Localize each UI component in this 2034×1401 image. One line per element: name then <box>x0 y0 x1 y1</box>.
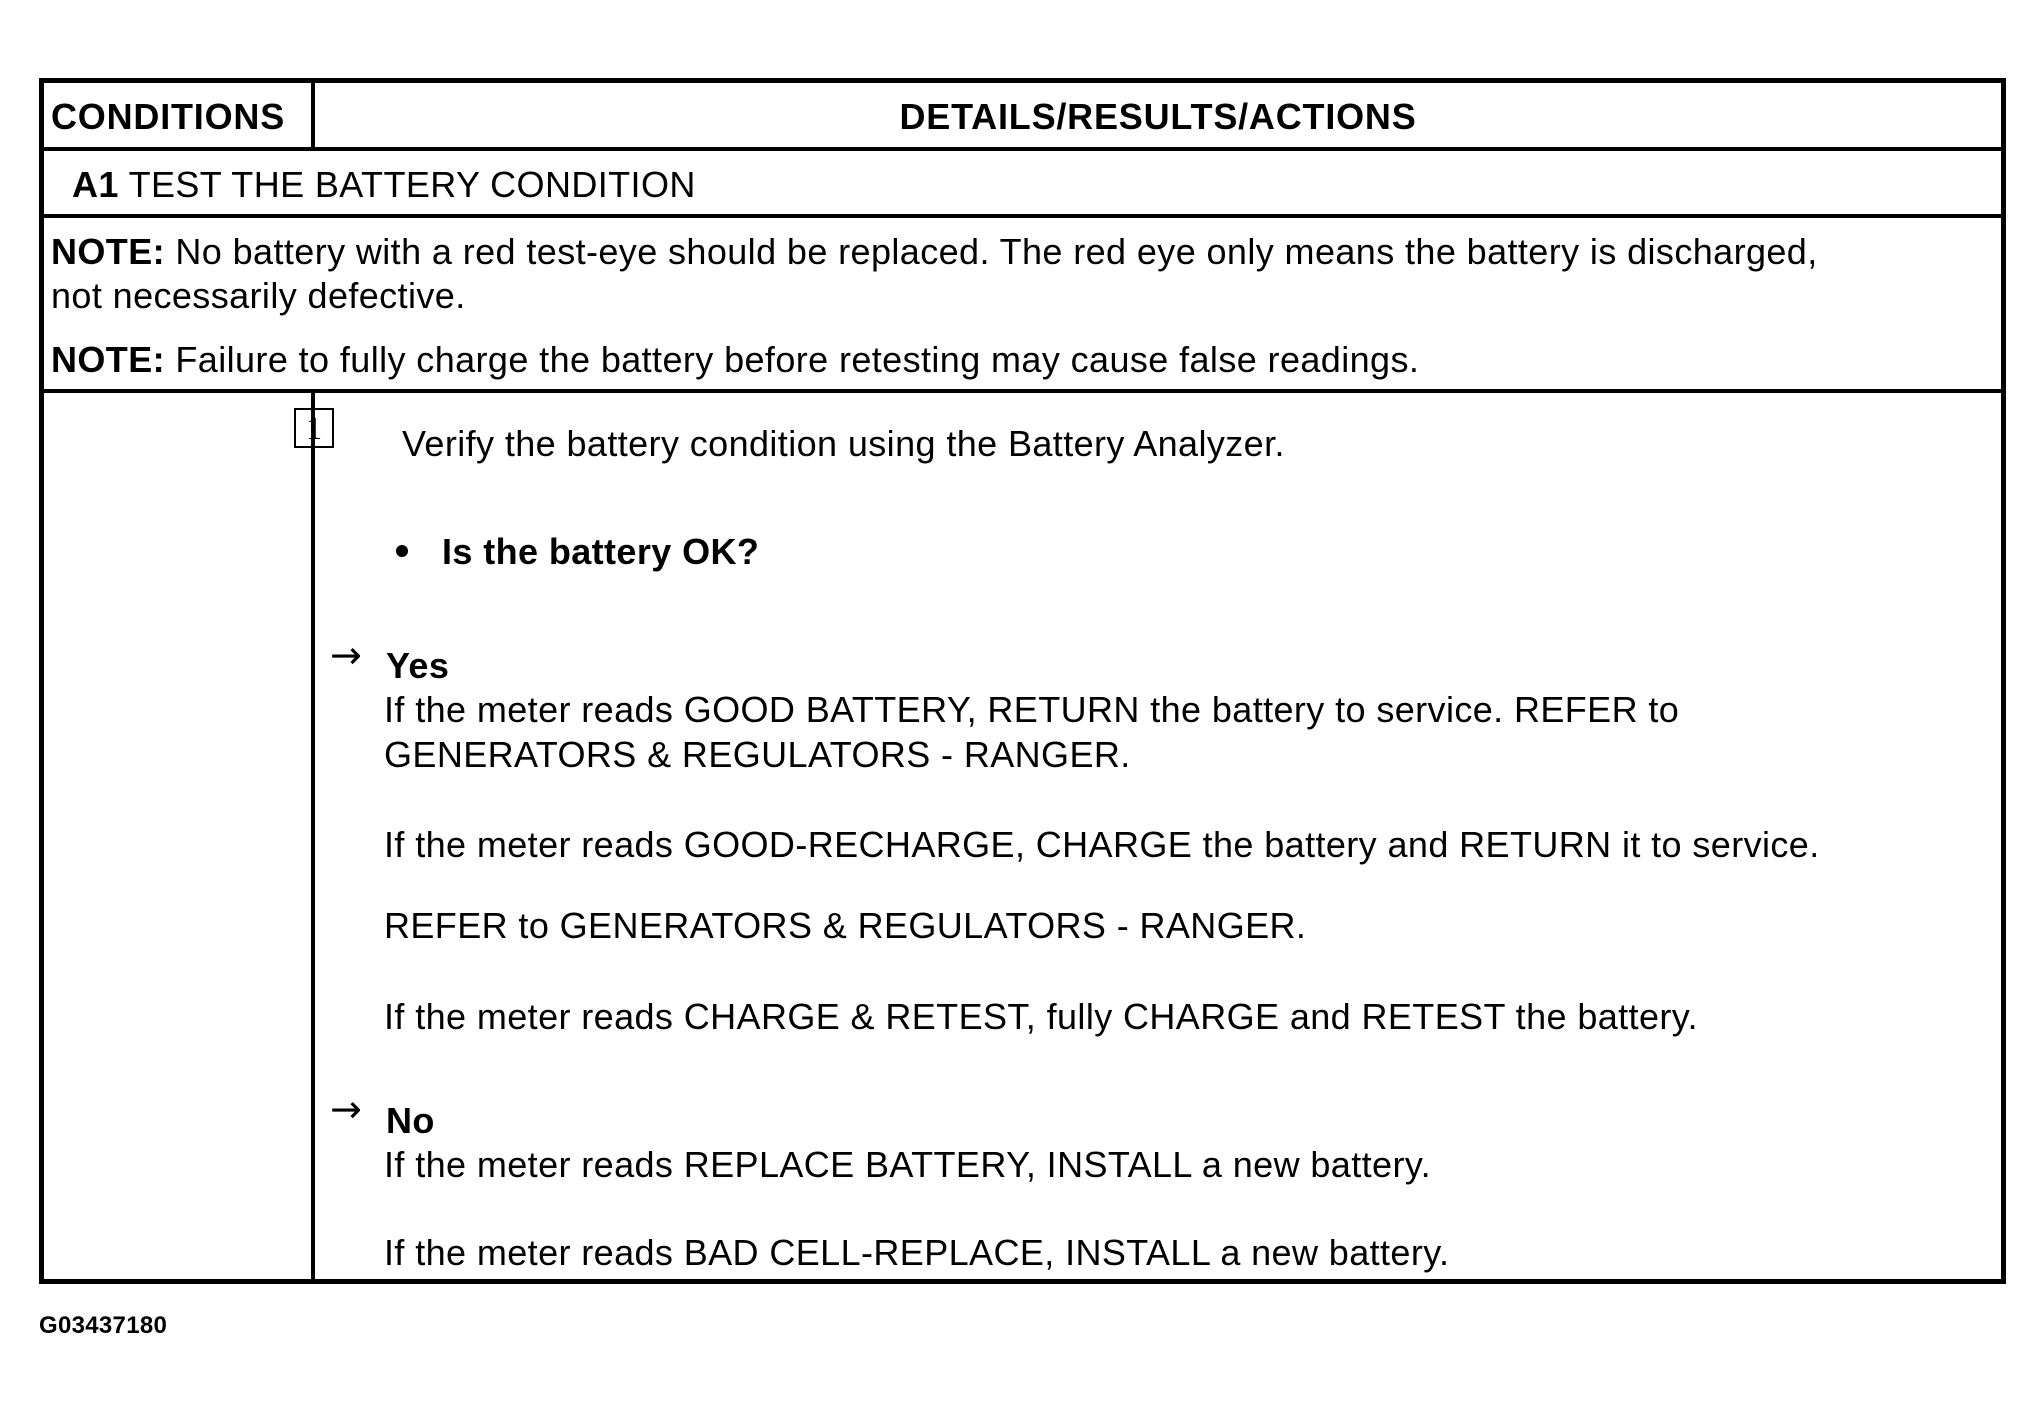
yes-line-1: If the meter reads GOOD BATTERY, RETURN … <box>384 689 1680 730</box>
yes-line-2: GENERATORS & REGULATORS - RANGER. <box>384 734 1131 775</box>
bullet-icon <box>396 545 408 557</box>
step-number-box: 1 <box>294 408 334 448</box>
header-column-divider <box>311 83 315 147</box>
note-2: NOTE: Failure to fully charge the batter… <box>51 338 1419 382</box>
yes-line-4: REFER to GENERATORS & REGULATORS - RANGE… <box>384 905 1307 946</box>
arrow-right-icon: → <box>330 1087 362 1131</box>
step-question: Is the battery OK? <box>442 531 760 572</box>
note-label: NOTE: <box>51 231 165 272</box>
no-label: No <box>386 1100 435 1141</box>
header-divider <box>44 147 2001 151</box>
note-text: Failure to fully charge the battery befo… <box>175 339 1420 380</box>
yes-label: Yes <box>386 645 450 686</box>
figure-id: G03437180 <box>39 1312 168 1339</box>
details-header: DETAILS/RESULTS/ACTIONS <box>899 96 1417 137</box>
yes-line-3: If the meter reads GOOD-RECHARGE, CHARGE… <box>384 824 1820 865</box>
note-1-line-1: NOTE: No battery with a red test-eye sho… <box>51 230 1818 274</box>
yes-line-5: If the meter reads CHARGE & RETEST, full… <box>384 996 1698 1037</box>
body-column-divider <box>311 389 315 1279</box>
arrow-right-icon: → <box>330 633 362 677</box>
note-1-line-2: not necessarily defective. <box>51 275 466 316</box>
test-id: A1 <box>72 164 119 205</box>
test-title-divider <box>44 214 2001 218</box>
no-line-2: If the meter reads BAD CELL-REPLACE, INS… <box>384 1232 1450 1273</box>
note-label: NOTE: <box>51 339 165 380</box>
notes-divider <box>44 389 2001 393</box>
test-title-text: TEST THE BATTERY CONDITION <box>128 164 696 205</box>
no-line-1: If the meter reads REPLACE BATTERY, INST… <box>384 1144 1431 1185</box>
note-text: No battery with a red test-eye should be… <box>175 231 1818 272</box>
conditions-header: CONDITIONS <box>51 96 286 137</box>
test-title: A1 TEST THE BATTERY CONDITION <box>72 163 696 207</box>
diagnostic-table <box>39 78 2006 1284</box>
step-instruction: Verify the battery condition using the B… <box>402 423 1285 464</box>
